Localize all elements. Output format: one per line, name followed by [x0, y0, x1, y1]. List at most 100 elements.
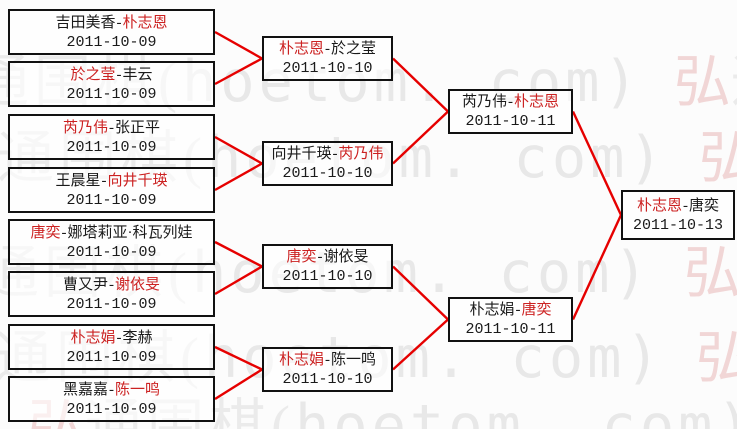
match-box-r1-3: 芮乃伟-张正平 2011-10-09 [8, 114, 215, 160]
match-players: 朴志恩-於之莹 [279, 39, 376, 59]
player2-name: 谢依旻 [115, 276, 161, 293]
match-box-r2-2: 向井千瑛-芮乃伟 2011-10-10 [262, 141, 393, 186]
connector-line [392, 110, 449, 165]
player2-name: 谢依旻 [323, 249, 369, 265]
match-players: 唐奕-谢依旻 [286, 247, 368, 267]
dash-separator: - [61, 224, 67, 241]
match-players: 朴志娟-陈一鸣 [279, 350, 376, 370]
connector-line [571, 110, 623, 216]
player2-name: 朴志恩 [514, 94, 560, 110]
connector-line [214, 162, 263, 192]
match-date: 2011-10-10 [282, 371, 373, 388]
player1-name: 吉田美香 [55, 14, 116, 31]
player1-name: 朴志娟 [70, 329, 116, 346]
player1-name: 朴志娟 [278, 352, 324, 368]
match-date: 2011-10-09 [66, 33, 157, 51]
match-box-r2-1: 朴志恩-於之莹 2011-10-10 [262, 36, 393, 81]
match-box-sf-1: 芮乃伟-朴志恩 2011-10-11 [448, 89, 573, 134]
dash-separator: - [116, 66, 122, 83]
match-players: 曹又尹-谢依旻 [63, 275, 160, 295]
dash-separator: - [116, 329, 122, 346]
connector-line [214, 265, 263, 296]
match-box-r1-4: 王晨星-向井千瑛 2011-10-09 [8, 167, 215, 213]
match-box-sf-2: 朴志娟-唐奕 2011-10-11 [448, 297, 573, 342]
match-box-r1-2: 於之莹-丰云 2011-10-09 [8, 61, 215, 107]
match-date: 2011-10-11 [465, 321, 556, 338]
watermark-text: 弘通围棋(hoetom. com) [695, 327, 737, 390]
watermark-text: 弘通围棋(hoetom. com) [683, 242, 737, 305]
match-box-r1-1: 吉田美香-朴志恩 2011-10-09 [8, 9, 215, 55]
player1-name: 向井千瑛 [271, 146, 332, 162]
connector-line [214, 135, 263, 165]
match-box-r1-6: 曹又尹-谢依旻 2011-10-09 [8, 271, 215, 317]
match-date: 2011-10-09 [66, 85, 157, 103]
match-date: 2011-10-11 [465, 113, 556, 130]
dash-separator: - [109, 381, 114, 398]
watermark-text: 弘通围棋(hoetom. com) [673, 51, 737, 114]
match-players: 黑嘉嘉-陈一鸣 [63, 380, 160, 400]
dash-separator: - [508, 94, 513, 110]
dash-separator: - [515, 302, 521, 318]
player2-name: 陈一鸣 [115, 381, 161, 398]
dash-separator: - [683, 197, 688, 214]
player2-name: 李赫 [122, 329, 153, 346]
match-players: 朴志恩-唐奕 [637, 196, 719, 216]
dash-separator: - [332, 146, 338, 162]
match-date: 2011-10-13 [632, 216, 723, 234]
dash-separator: - [116, 14, 122, 31]
match-players: 朴志娟-李赫 [70, 328, 152, 348]
match-players: 芮乃伟-朴志恩 [462, 92, 559, 112]
player2-name: 芮乃伟 [338, 146, 384, 162]
connector-line [571, 214, 623, 321]
player1-name: 朴志恩 [278, 41, 324, 57]
player1-name: 曹又尹 [62, 276, 108, 293]
match-date: 2011-10-09 [66, 400, 157, 418]
match-date: 2011-10-10 [282, 268, 373, 285]
player2-name: 向井千瑛 [107, 172, 168, 189]
connector-line [392, 318, 449, 371]
match-date: 2011-10-10 [282, 165, 373, 182]
match-box-r1-8: 黑嘉嘉-陈一鸣 2011-10-09 [8, 376, 215, 422]
player1-name: 芮乃伟 [62, 119, 108, 136]
match-box-r2-3: 唐奕-谢依旻 2011-10-10 [262, 244, 393, 289]
player2-name: 唐奕 [689, 197, 720, 214]
match-players: 向井千瑛-芮乃伟 [271, 144, 383, 164]
match-players: 芮乃伟-张正平 [63, 118, 160, 138]
match-date: 2011-10-09 [66, 243, 157, 261]
match-date: 2011-10-09 [66, 138, 157, 156]
player2-name: 娜塔莉亚·科瓦列娃 [67, 224, 193, 241]
match-players: 吉田美香-朴志恩 [55, 13, 167, 33]
match-date: 2011-10-10 [282, 60, 373, 77]
player1-name: 黑嘉嘉 [62, 381, 108, 398]
player1-name: 芮乃伟 [461, 94, 507, 110]
watermark-text: 弘通围棋(hoetom. com) [698, 127, 737, 190]
connector-line [214, 368, 263, 401]
connector-line [214, 240, 263, 268]
player1-name: 王晨星 [55, 172, 101, 189]
match-box-final: 朴志恩-唐奕 2011-10-13 [621, 190, 735, 240]
dash-separator: - [325, 41, 330, 57]
match-box-r2-4: 朴志娟-陈一鸣 2011-10-10 [262, 347, 393, 392]
match-players: 於之莹-丰云 [70, 65, 152, 85]
player2-name: 朴志恩 [122, 14, 168, 31]
match-box-r1-5: 唐奕-娜塔莉亚·科瓦列娃 2011-10-09 [8, 219, 215, 265]
connector-line [214, 345, 263, 371]
dash-separator: - [109, 119, 114, 136]
dash-separator: - [317, 249, 323, 265]
player1-name: 唐奕 [30, 224, 61, 241]
match-box-r1-7: 朴志娟-李赫 2011-10-09 [8, 324, 215, 370]
player2-name: 於之莹 [331, 41, 377, 57]
player2-name: 陈一鸣 [331, 352, 377, 368]
match-players: 唐奕-娜塔莉亚·科瓦列娃 [30, 223, 192, 243]
dash-separator: - [109, 276, 114, 293]
player2-name: 张正平 [115, 119, 161, 136]
connector-line [392, 265, 449, 321]
player1-name: 朴志恩 [636, 197, 682, 214]
match-players: 朴志娟-唐奕 [469, 300, 551, 320]
player1-name: 唐奕 [286, 249, 317, 265]
connector-line [214, 57, 263, 86]
connector-line [392, 57, 449, 113]
match-date: 2011-10-09 [66, 295, 157, 313]
